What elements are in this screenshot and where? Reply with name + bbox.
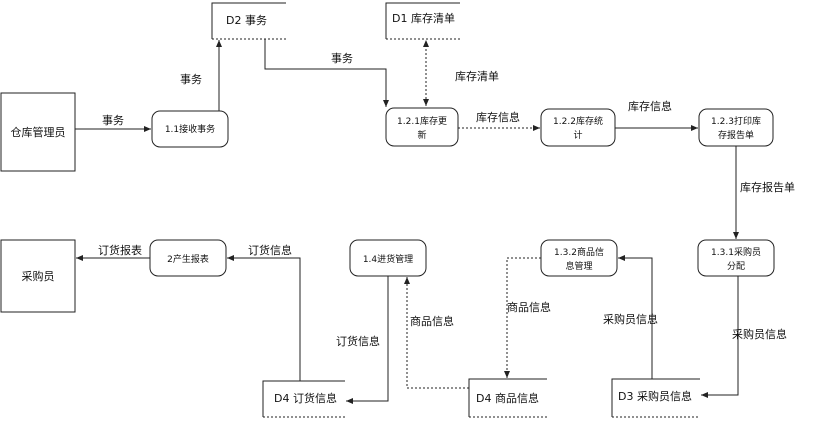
flow-p132-to-d4goods [504, 257, 541, 378]
flow-d2-to-p121 [264, 39, 389, 107]
entity-purchaser: 采购员 [0, 239, 76, 313]
process-1-2-2-label-1: 1.2.2库存统 [553, 115, 603, 127]
flow-d2-to-p121-label: 事务 [331, 52, 353, 65]
store-d2: D2 事务 [211, 2, 286, 40]
process-1-3-2-label-1: 1.3.2商品信 [554, 246, 604, 258]
process-1-2-1-label-2: 新 [417, 129, 426, 141]
flow-p122-to-p123-label: 库存信息 [628, 99, 672, 113]
process-1-2-2-label-2: 计 [573, 129, 582, 141]
store-d1-label: D1 库存清单 [392, 11, 455, 25]
flow-d3-to-p132 [618, 255, 653, 379]
flow-d4order-to-p2 [227, 255, 301, 381]
process-1-2-1-label-1: 1.2.1库存更 [397, 115, 447, 127]
flow-p11-to-d2-label: 事务 [180, 73, 202, 86]
store-d3-label: D3 采购员信息 [618, 389, 692, 403]
flow-d1-p121-label: 库存清单 [455, 69, 499, 83]
flow-p121-to-p122-label: 库存信息 [476, 110, 520, 124]
entity-warehouse-manager: 仓库管理员 [0, 92, 76, 172]
process-1-1-label: 1.1接收事务 [165, 123, 215, 135]
store-d4-goods: D4 商品信息 [468, 378, 547, 418]
flow-d4goods-to-p14-label: 商品信息 [410, 314, 454, 328]
process-1-2-1: 1.2.1库存更 新 [385, 107, 459, 147]
process-2: 2产生报表 [149, 239, 227, 277]
flow-p2-to-purchaser-label: 订货报表 [98, 243, 142, 257]
flow-d4goods-to-p14 [404, 277, 469, 389]
process-1-2-3-label-2: 存报告单 [718, 129, 754, 141]
store-d1: D1 库存清单 [385, 2, 460, 40]
flow-p131-to-d3 [701, 276, 739, 398]
process-1-1: 1.1接收事务 [151, 110, 229, 148]
process-1-2-3: 1.2.3打印库 存报告单 [698, 108, 774, 147]
flow-p132-to-d4goods-label: 商品信息 [507, 300, 551, 314]
flow-p14-to-d4order [346, 276, 389, 404]
process-1-3-1-label-2: 分配 [727, 261, 745, 272]
process-1-3-1-label-1: 1.3.1采购员 [711, 246, 761, 258]
flow-d4order-to-p2-label: 订货信息 [248, 243, 292, 257]
flow-p131-to-d3-label: 采购员信息 [732, 327, 787, 341]
process-1-3-1: 1.3.1采购员 分配 [697, 239, 775, 277]
flow-p14-to-d4order-label: 订货信息 [336, 334, 380, 348]
store-d3: D3 采购员信息 [611, 378, 700, 418]
flow-d3-to-p132-label: 采购员信息 [603, 312, 658, 326]
flow-mgr-to-p11-label: 事务 [102, 114, 124, 127]
entity-purchaser-label: 采购员 [22, 269, 55, 283]
store-d4-order: D4 订货信息 [262, 380, 345, 418]
store-d2-label: D2 事务 [226, 14, 267, 27]
process-1-3-2-label-2: 息管理 [565, 260, 592, 272]
process-2-label: 2产生报表 [167, 253, 209, 265]
store-d4-goods-label: D4 商品信息 [476, 391, 539, 405]
store-d4-order-label: D4 订货信息 [274, 391, 337, 405]
entity-warehouse-manager-label: 仓库管理员 [11, 125, 66, 139]
flow-p123-to-p131-label: 库存报告单 [740, 180, 795, 194]
process-1-3-2: 1.3.2商品信 息管理 [540, 239, 618, 277]
process-1-4: 1.4进货管理 [349, 239, 427, 277]
process-1-2-3-label-1: 1.2.3打印库 [711, 115, 761, 127]
process-1-2-2: 1.2.2库存统 计 [540, 108, 616, 147]
process-1-4-label: 1.4进货管理 [363, 253, 413, 265]
